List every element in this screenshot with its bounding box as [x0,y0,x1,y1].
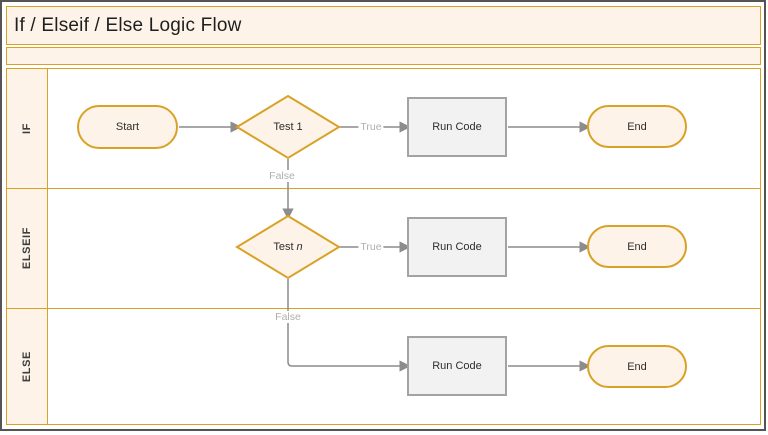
lane-header-elseif: ELSEIF [7,189,48,308]
process-run-code-else-label: Run Code [432,360,482,372]
decision-test-n-shape [235,214,341,280]
edge-label-false-elseif: False [273,311,303,323]
terminator-end-elseif: End [587,225,687,268]
diagram-title: If / Elseif / Else Logic Flow [14,14,242,36]
lane-header-if: IF [7,69,48,188]
diagram-title-bar: If / Elseif / Else Logic Flow [6,6,761,45]
terminator-end-else-label: End [627,360,647,373]
phase-strip [6,47,761,65]
terminator-start: Start [77,105,178,149]
decision-test-n-label: Test n [273,241,303,253]
lane-header-else: ELSE [7,309,48,424]
terminator-end-elseif-label: End [627,240,647,253]
decision-test-1-shape [235,94,341,160]
connector-testn-false-to-runcode-else [287,279,411,372]
edge-label-true-if: True [358,121,384,133]
process-run-code-if-label: Run Code [432,121,482,133]
terminator-start-label: Start [115,121,140,133]
process-run-code-if: Run Code [407,97,507,157]
process-run-code-else: Run Code [407,336,507,396]
process-run-code-elseif: Run Code [407,217,507,277]
process-run-code-elseif-label: Run Code [432,241,482,253]
terminator-end-else: End [587,345,687,388]
terminator-end-if-label: End [627,120,647,133]
edge-label-false-if: False [267,170,297,182]
decision-test-1-label: Test 1 [273,121,303,133]
edge-label-true-elseif: True [358,241,384,253]
terminator-end-if: End [587,105,687,148]
